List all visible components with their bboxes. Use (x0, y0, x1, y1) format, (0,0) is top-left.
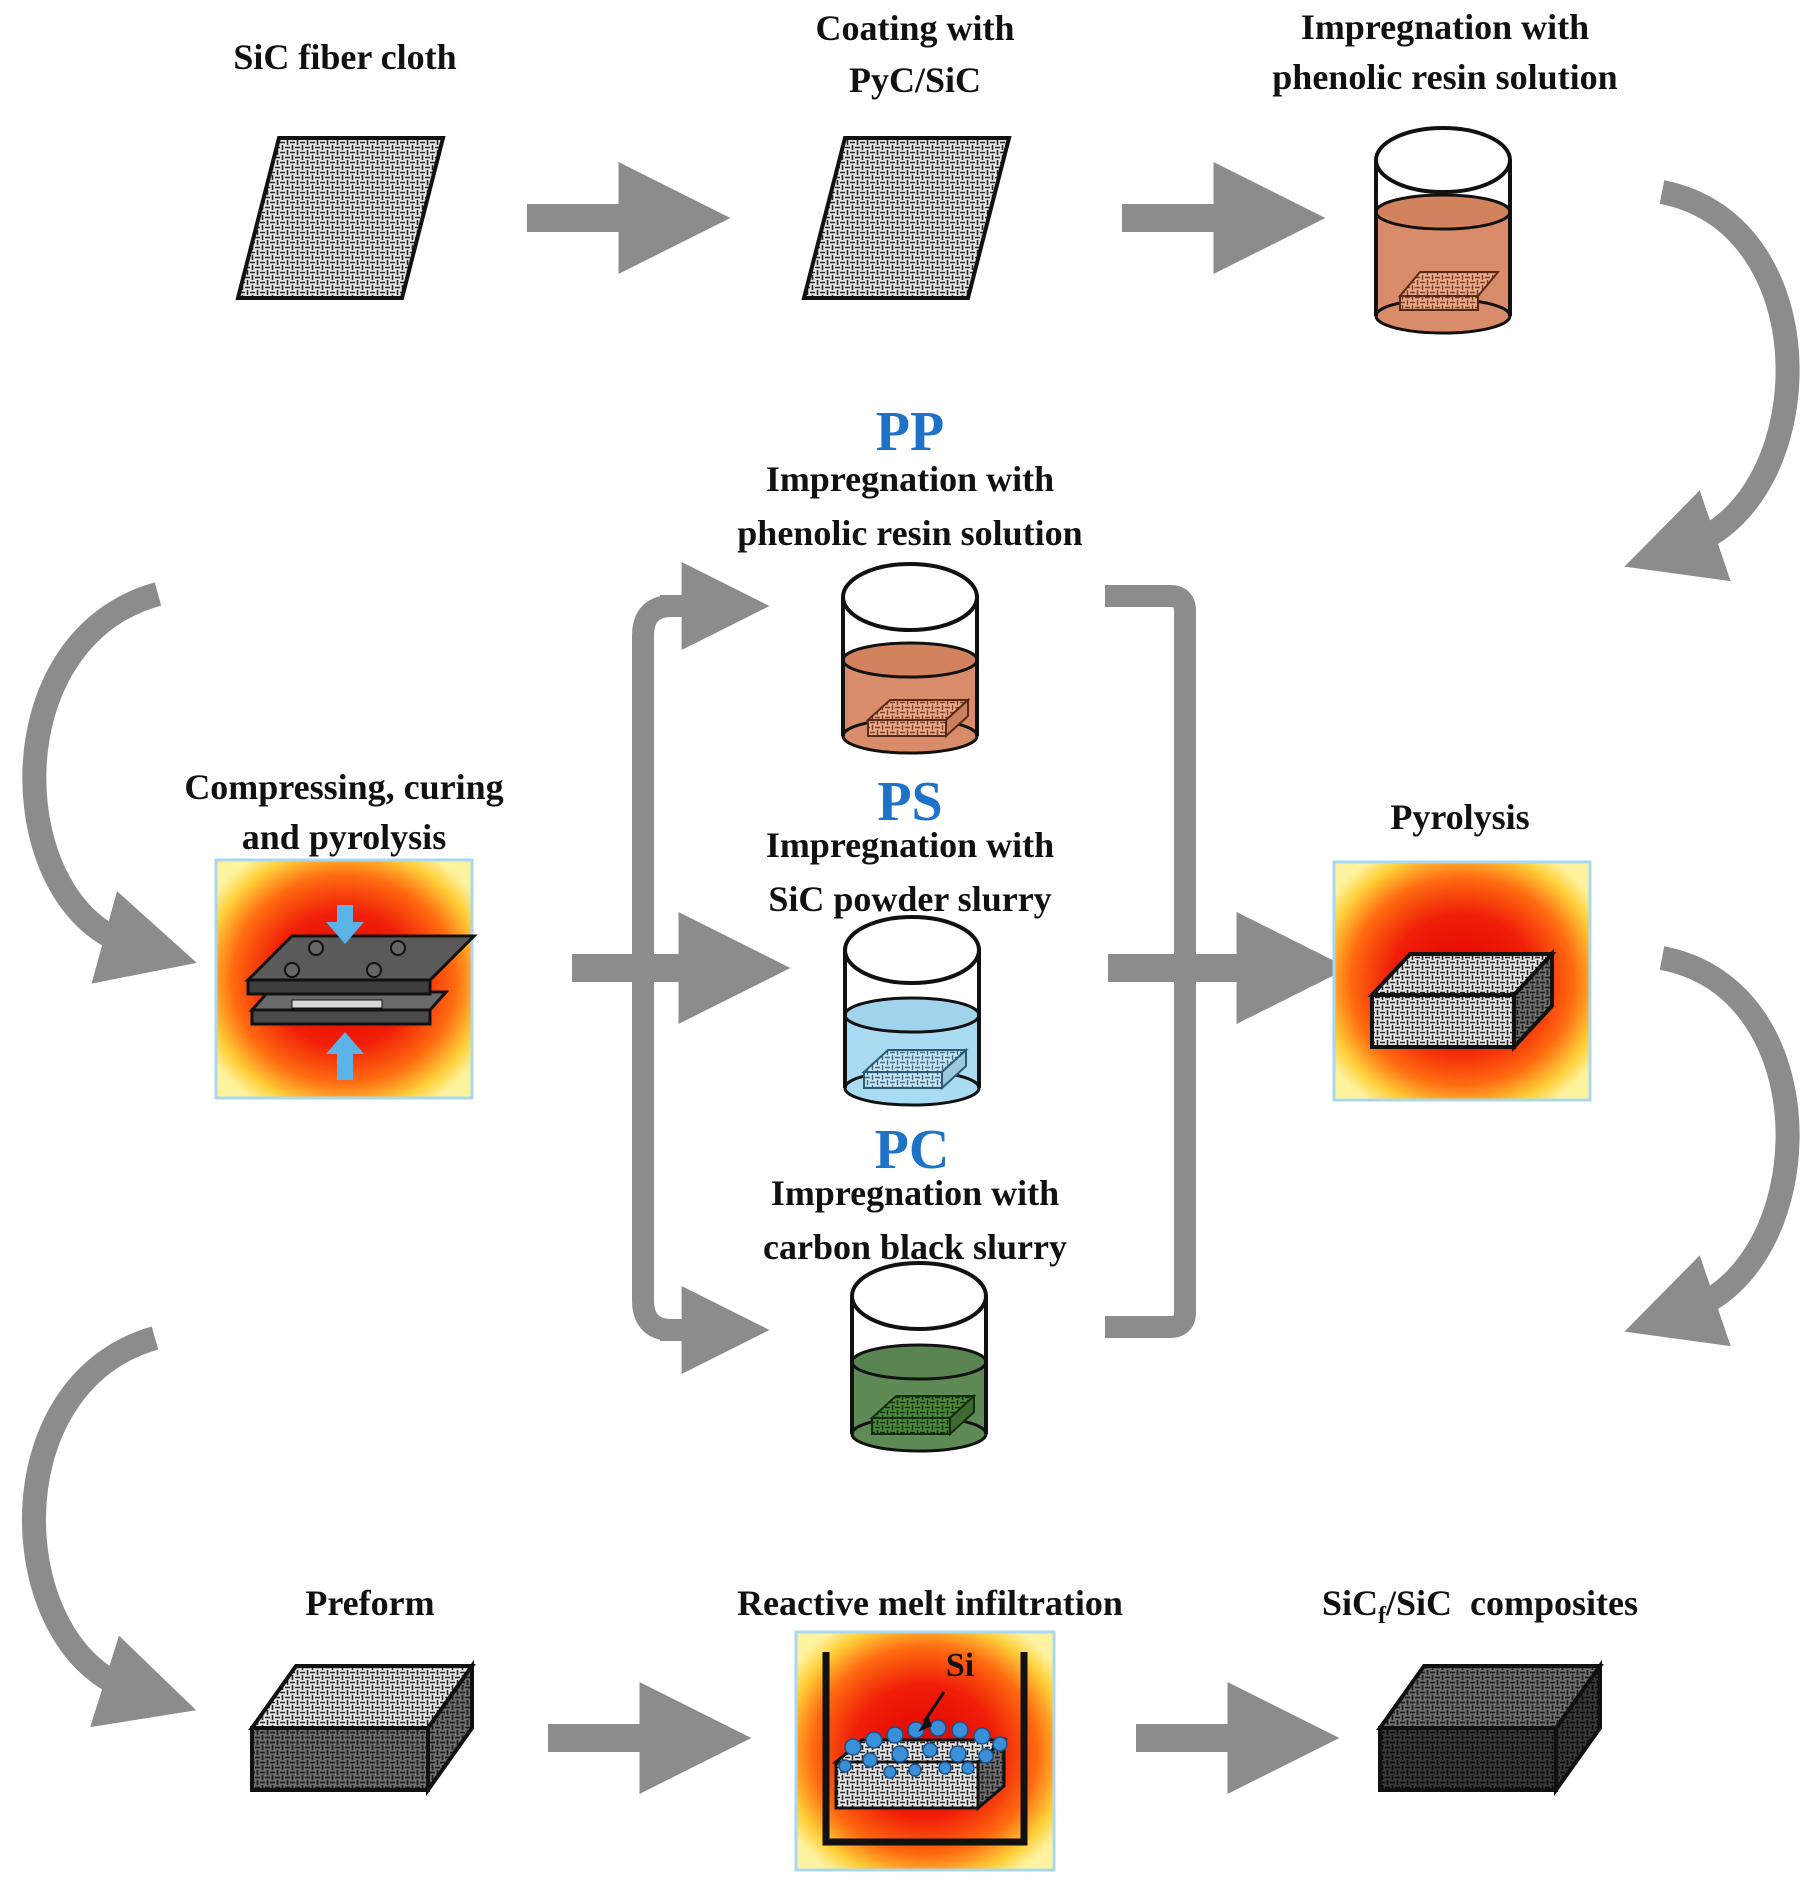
coated-fiber-cloth-sheet (801, 136, 1012, 300)
label-impregnation-top: Impregnation with phenolic resin solutio… (1215, 2, 1675, 102)
preform-block (248, 1659, 476, 1797)
sic-fiber-cloth-sheet (235, 136, 446, 300)
curved-arrow-right-top (1624, 180, 1800, 582)
label-si: Si (945, 1647, 975, 1684)
label-pyrolysis: Pyrolysis (1390, 797, 1530, 837)
route-label-ps: Impregnation with SiC powder slurry (690, 818, 1130, 926)
route-label-pp: Impregnation with phenolic resin solutio… (680, 452, 1140, 560)
label-reactive-melt-infiltration: Reactive melt infiltration (737, 1583, 1123, 1623)
si-pointer (922, 1691, 946, 1723)
composite-block (1376, 1659, 1604, 1797)
curved-arrow-right-bottom (1624, 946, 1800, 1347)
press-arrow-up-icon (326, 1032, 364, 1080)
label-sic-fiber-cloth: SiC fiber cloth (233, 37, 457, 77)
label-coating-line-2: PyC/SiC (848, 60, 981, 100)
rmi-furnace (794, 1630, 1056, 1872)
route-label-pc-line-1: Impregnation with (770, 1173, 1060, 1213)
label-compressing-line-1: Compressing, curing (184, 767, 504, 807)
route-code-pc: PC (874, 1119, 950, 1181)
label-coating-line-1: Coating with (815, 8, 1015, 48)
silicon-droplets (838, 1719, 1008, 1779)
label-compressing-line-2: and pyrolysis (241, 817, 447, 857)
label-composites-subscript: f (1378, 1603, 1387, 1630)
label-compressing: Compressing, curing and pyrolysis (120, 762, 568, 862)
label-composites: SiCf/SiC composites (1240, 1576, 1720, 1643)
beaker-ps (843, 915, 981, 1107)
beaker-pp (841, 562, 979, 755)
label-composites-base: SiC (1321, 1583, 1379, 1623)
label-preform: Preform (305, 1583, 435, 1623)
route-label-ps-line-1: Impregnation with (765, 825, 1055, 865)
label-composites-rest: /SiC composites (1386, 1583, 1639, 1623)
route-label-pc-line-2: carbon black slurry (762, 1227, 1067, 1267)
curved-arrow-left-middle (22, 582, 197, 984)
resin-beaker-top (1374, 126, 1512, 335)
route-code-ps: PS (877, 771, 943, 833)
route-label-pp-line-1: Impregnation with (765, 459, 1055, 499)
pyrolysis-furnace (1332, 860, 1592, 1102)
label-impregnation-top-line-1: Impregnation with (1300, 7, 1590, 47)
route-label-ps-line-2: SiC powder slurry (768, 879, 1052, 919)
route-label-pp-line-2: phenolic resin solution (737, 513, 1083, 553)
route-label-pc: Impregnation with carbon black slurry (690, 1166, 1140, 1274)
press-arrow-down-icon (326, 905, 364, 944)
curved-arrow-left-bottom (22, 1326, 197, 1728)
route-code-pp: PP (875, 401, 945, 463)
label-coating: Coating with PyC/SiC (735, 2, 1095, 106)
compressing-furnace (214, 858, 478, 1100)
label-impregnation-top-line-2: phenolic resin solution (1272, 57, 1618, 97)
beaker-pc (850, 1261, 988, 1453)
